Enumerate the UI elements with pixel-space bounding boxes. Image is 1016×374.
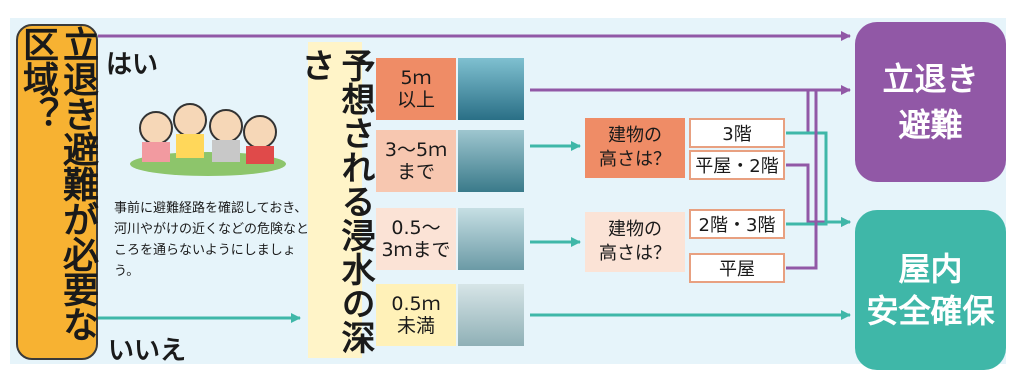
- building-q2-line2: 高さは？: [599, 243, 671, 264]
- question-text: 立退き避難が必要な区域？: [17, 26, 98, 341]
- flood-photo-under-0_5m: [458, 284, 524, 346]
- building-height-question-2: 建物の高さは？: [585, 212, 685, 272]
- flood-photo-0_5-3m: [458, 208, 524, 270]
- people-illustration: [130, 103, 286, 176]
- floor-3f-arrow: [786, 90, 810, 135]
- building-q1-line2: 高さは？: [599, 149, 671, 170]
- advice-text: 事前に避難経路を確認しておき、河川やがけの近くなどの危険なところを通らないように…: [114, 201, 310, 279]
- floor-1-2f-arrow: [786, 163, 851, 227]
- depth-under-0_5m-line1: 0.5ｍ: [391, 293, 441, 315]
- depth-title: 予想される浸水の深さ: [295, 42, 375, 358]
- outcome-evacuate: 立退き 避難: [855, 22, 1006, 182]
- floor-option-2-3f: 2階・3階: [689, 209, 785, 239]
- evacuation-zone-question: 立退き避難が必要な区域？: [16, 24, 98, 360]
- floor-1f-arrow: [786, 88, 850, 270]
- outcome-shelter-line1: 屋内: [898, 250, 963, 288]
- depth-under-0_5m-line2: 未満: [396, 315, 435, 337]
- outcome-shelter-line2: 安全確保: [866, 292, 995, 330]
- outcome-shelter-in-place: 屋内 安全確保: [855, 210, 1006, 370]
- outcome-evacuate-line1: 立退き: [882, 60, 979, 98]
- floor-option-1-2f: 平屋・2階: [689, 150, 785, 180]
- flood-photo-5m: [458, 58, 524, 120]
- building-q1-line1: 建物の: [608, 125, 662, 146]
- outcome-evacuate-line2: 避難: [898, 106, 963, 144]
- floor-2-3f-arrow: [786, 131, 828, 226]
- depth-0_5-3m: 0.5～3ｍまで: [376, 208, 456, 270]
- no-label: いいえ: [108, 336, 187, 366]
- building-height-question-1: 建物の高さは？: [585, 118, 685, 178]
- depth-0_5-3m-line2: 3ｍまで: [381, 239, 451, 261]
- depth-3-5m-line1: 3～5ｍ: [384, 139, 448, 161]
- floor-option-1f: 平屋: [689, 253, 785, 283]
- floor-option-3f: 3階: [689, 118, 785, 148]
- yes-label: はい: [106, 50, 159, 80]
- depth-3-5m-line2: まで: [396, 161, 435, 183]
- depth-0_5-3m-line1: 0.5～: [391, 217, 441, 239]
- depth-title-text: 予想される浸水の深さ: [295, 48, 375, 354]
- depth-5m-line2: 以上: [396, 89, 435, 111]
- flood-photo-3-5m: [458, 130, 524, 192]
- depth-5m-line1: 5ｍ: [400, 67, 432, 89]
- building-q2-line1: 建物の: [608, 219, 662, 240]
